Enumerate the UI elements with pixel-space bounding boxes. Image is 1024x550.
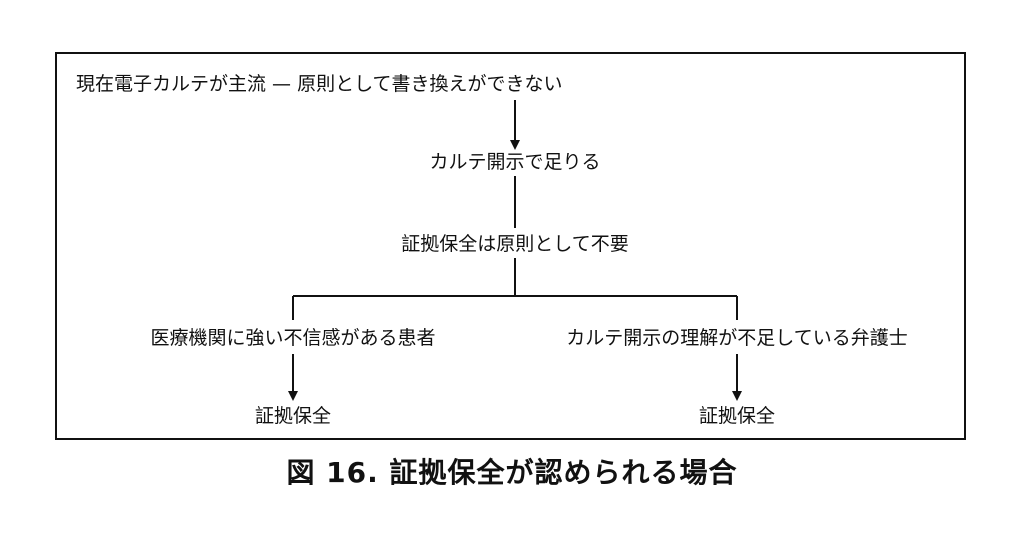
figure-caption: 図 16. 証拠保全が認められる場合	[286, 456, 738, 489]
node-lawyer: カルテ開示の理解が不足している弁護士	[566, 327, 908, 349]
diagram-frame	[55, 52, 966, 440]
node-preservation-unneeded: 証拠保全は原則として不要	[401, 233, 629, 255]
node-distrustful-patient: 医療機関に強い不信感がある患者	[150, 327, 436, 349]
node-premise: 現在電子カルテが主流 — 原則として書き換えができない	[76, 73, 563, 95]
node-disclosure-enough: カルテ開示で足りる	[429, 151, 601, 173]
node-preservation-right: 証拠保全	[698, 405, 776, 427]
node-preservation-left: 証拠保全	[254, 405, 332, 427]
